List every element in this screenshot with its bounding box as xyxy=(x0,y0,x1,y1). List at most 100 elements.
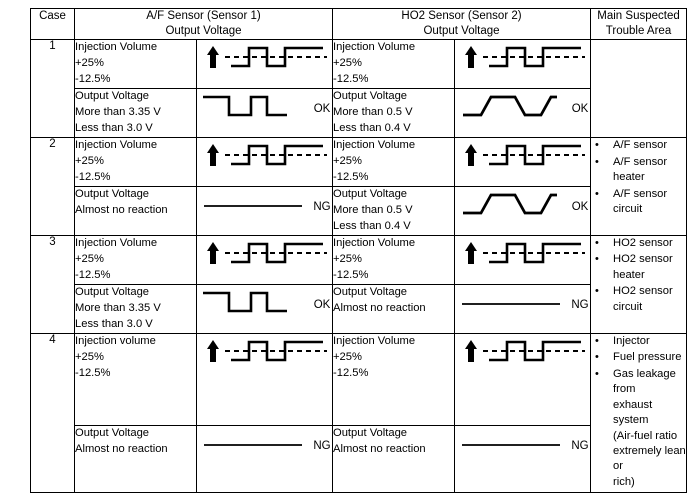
case-2-ho2-output-wave-mark: OK xyxy=(571,201,589,214)
case-2-ho2-injection-wave-graphic xyxy=(455,138,590,172)
case-2-af-output-wave-mark: NG xyxy=(313,201,331,214)
trouble-item-label: A/F sensor xyxy=(613,139,668,152)
trouble-item: • HO2 sensor circuit xyxy=(591,284,686,315)
case-2-ho2-output-wave: OK xyxy=(453,186,592,236)
case-1-ho2-injection-text: Injection Volume+25%-12.5% xyxy=(332,39,455,90)
case-2-ho2-injection-text-line3: -12.5% xyxy=(333,170,369,183)
trouble-item: • A/F sensor circuit xyxy=(591,187,686,218)
header-af-line2: Output Voltage xyxy=(165,25,242,38)
case-1-ho2-output-wave: OK xyxy=(453,88,592,139)
case-4-af-output-wave-mark: NG xyxy=(313,440,331,453)
trouble-item-label: HO2 sensor heater xyxy=(613,253,673,281)
trouble-item-2-cont-0: exhaust system xyxy=(613,398,653,427)
case-2-ho2-injection-text-line1: Injection Volume xyxy=(333,139,416,152)
case-4-ho2-injection-text-line1: Injection Volume xyxy=(333,334,416,347)
case-2-af-injection-wave-graphic xyxy=(197,138,332,172)
case-2-af-injection-text: Injection Volume+25%-12.5% xyxy=(74,137,197,188)
case-1-ho2-injection-text-line3: -12.5% xyxy=(333,73,369,86)
diagnostic-table: Case A/F Sensor (Sensor 1) Output Voltag… xyxy=(30,7,688,494)
case-1-ho2-output-wave-graphic xyxy=(457,89,585,123)
header-trouble-line2: Trouble Area xyxy=(605,25,672,38)
case-3-ho2-injection-wave xyxy=(453,234,592,285)
case-1-af-output-wave-mark: OK xyxy=(313,103,331,116)
bullet-icon: • xyxy=(595,139,599,152)
case-1-af-injection-wave-graphic xyxy=(197,40,332,74)
case-3-af-injection-wave xyxy=(196,234,333,285)
trouble-item: • Gas leakage from exhaust system(Air-fu… xyxy=(591,367,686,491)
case-4-ho2-output-text-line2: Almost no reaction xyxy=(333,443,426,456)
case-4-af-output-text-line1: Output Voltage xyxy=(75,427,150,440)
case-4-af-injection-text-line1: Injection volume xyxy=(75,334,156,347)
case-2-af-output-text-line2: Almost no reaction xyxy=(75,203,168,216)
header-case: Case xyxy=(30,7,75,41)
case-4-af-injection-text: Injection volume+25%-12.5% xyxy=(74,332,197,427)
trouble-item: • A/F sensor heater xyxy=(591,155,686,186)
case-3-af-injection-text-line3: -12.5% xyxy=(75,268,111,281)
case-2-af-injection-text-line1: Injection Volume xyxy=(75,139,158,152)
trouble-item-label: Fuel pressure xyxy=(613,351,682,364)
case-1-af-output-wave: OK xyxy=(196,88,333,139)
trouble-item: • Injector xyxy=(591,334,686,349)
case-number-4: 4 xyxy=(30,332,75,494)
table-header-row: Case A/F Sensor (Sensor 1) Output Voltag… xyxy=(30,7,688,41)
trouble-area-case-4: • Injector • Fuel pressure • Gas leakage… xyxy=(590,332,688,494)
trouble-item-label: HO2 sensor circuit xyxy=(613,285,673,313)
header-case-label: Case xyxy=(39,10,66,22)
case-4-ho2-injection-text-line2: +25% xyxy=(333,350,362,363)
case-2-af-output-text-line1: Output Voltage xyxy=(75,188,150,201)
trouble-item-label: Injector xyxy=(613,334,650,347)
case-3-af-output-wave-mark: OK xyxy=(313,298,331,311)
case-3-af-output-wave-graphic xyxy=(199,285,327,319)
case-3-ho2-output-wave-mark: NG xyxy=(571,298,589,311)
case-2-ho2-output-text-line3: Less than 0.4 V xyxy=(333,219,411,232)
case-4-af-injection-wave-graphic xyxy=(197,334,332,368)
case-1-af-injection-text-line1: Injection Volume xyxy=(75,41,158,54)
case-3-ho2-injection-text-line1: Injection Volume xyxy=(333,236,416,249)
trouble-area-case-2: • A/F sensor • A/F sensor heater • A/F s… xyxy=(590,137,688,236)
case-4-ho2-output-text-line1: Output Voltage xyxy=(333,427,408,440)
case-number-1: 1 xyxy=(30,39,75,139)
trouble-item: • A/F sensor xyxy=(591,138,686,153)
case-3-ho2-output-text-line2: Almost no reaction xyxy=(333,301,426,314)
trouble-item-2-cont-2: extremely lean or xyxy=(613,444,686,473)
case-2-ho2-injection-wave xyxy=(453,137,592,188)
case-4-ho2-injection-wave xyxy=(453,332,592,427)
header-ho2-line1: HO2 Sensor (Sensor 2) xyxy=(401,10,522,22)
case-3-af-output-wave: OK xyxy=(196,283,333,334)
trouble-item-2-cont-1: (Air-fuel ratio xyxy=(613,429,678,442)
case-2-ho2-output-text-line1: Output Voltage xyxy=(333,188,408,201)
bullet-icon: • xyxy=(595,236,599,249)
case-2-ho2-output-wave-graphic xyxy=(457,187,585,221)
case-1-af-output-text-line2: More than 3.35 V xyxy=(75,106,161,119)
case-3-af-output-text-line1: Output Voltage xyxy=(75,285,150,298)
case-2-af-output-wave: NG xyxy=(196,186,333,236)
case-4-af-injection-text-line2: +25% xyxy=(75,350,104,363)
bullet-icon: • xyxy=(595,187,599,200)
case-number-3: 3 xyxy=(30,234,75,334)
case-1-ho2-injection-text-line2: +25% xyxy=(333,57,362,70)
trouble-list: • Injector • Fuel pressure • Gas leakage… xyxy=(591,334,686,491)
case-4-ho2-injection-text: Injection Volume+25%-12.5% xyxy=(332,332,455,427)
trouble-list: • A/F sensor • A/F sensor heater • A/F s… xyxy=(591,138,686,217)
bullet-icon: • xyxy=(595,155,599,168)
case-4-ho2-output-wave-mark: NG xyxy=(571,440,589,453)
case-1-af-injection-wave xyxy=(196,39,333,90)
case-3-ho2-injection-text-line3: -12.5% xyxy=(333,268,369,281)
case-1-ho2-injection-wave-graphic xyxy=(455,40,590,74)
case-4-ho2-injection-wave-graphic xyxy=(455,334,590,368)
header-af-line1: A/F Sensor (Sensor 1) xyxy=(146,10,261,22)
case-3-af-injection-text: Injection Volume+25%-12.5% xyxy=(74,234,197,285)
trouble-item: • HO2 sensor heater xyxy=(591,252,686,283)
case-3-af-output-text-line2: More than 3.35 V xyxy=(75,301,161,314)
bullet-icon: • xyxy=(595,334,599,347)
